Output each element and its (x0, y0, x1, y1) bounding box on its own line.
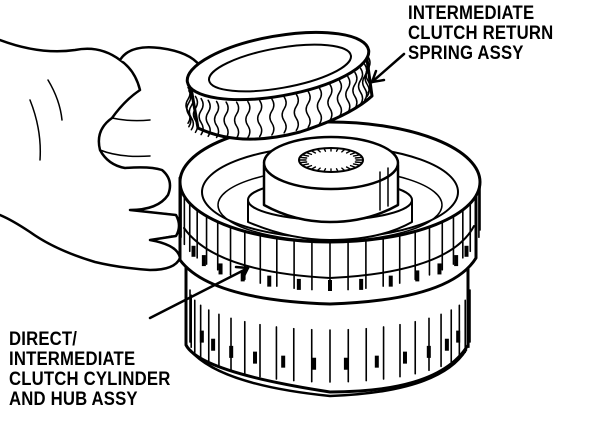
spring-coil (223, 101, 229, 139)
drum-slot (444, 338, 449, 351)
drum-slot (281, 355, 286, 368)
drum-slot (343, 357, 348, 370)
drum-slot (402, 351, 407, 364)
spring-coil (213, 100, 220, 139)
hub-tooth (341, 148, 346, 153)
spring-coil (256, 99, 263, 138)
hub-tooth (335, 147, 339, 152)
leader-arrow-cylinder (234, 265, 250, 280)
spring-coil (327, 83, 333, 122)
lower-drum-slots (199, 330, 461, 370)
hub-tooth (335, 168, 339, 173)
label-line: INTERMEDIATE (9, 349, 136, 370)
label-line: AND HUB ASSY (9, 389, 138, 410)
label-line: CLUTCH RETURN (408, 23, 554, 44)
drum-slot (426, 345, 431, 358)
hub-tooth (349, 164, 357, 169)
drum-slot (267, 275, 272, 287)
spring-coil (316, 87, 323, 125)
hub-spline-teeth (298, 147, 364, 173)
leader-line-spring (370, 52, 406, 84)
hub-tooth (341, 167, 346, 172)
hand-outline (0, 38, 182, 272)
lower-drum-splines (189, 289, 471, 383)
hub-tooth (299, 161, 308, 164)
spring-coil (233, 101, 240, 139)
drum-slot (454, 255, 459, 267)
drum-slot (218, 263, 223, 275)
drum-slot (388, 275, 393, 287)
label-line: SPRING ASSY (408, 43, 524, 64)
spring-coil (336, 79, 343, 118)
spring-top-rim (185, 30, 371, 102)
spring-coil (293, 93, 300, 132)
hub-tooth (305, 151, 313, 156)
spring-coils (185, 55, 371, 139)
spring-coil (352, 71, 358, 110)
hub-tooth (301, 154, 310, 157)
label-line: INTERMEDIATE (408, 3, 535, 24)
drum-slot (201, 255, 206, 267)
center-hub (247, 135, 413, 241)
hub-tooth (299, 156, 308, 159)
spring-coil (198, 97, 204, 136)
drum-slot (199, 330, 204, 343)
spring-coil (269, 98, 275, 136)
drum-slot (359, 278, 364, 290)
label-line: DIRECT/ (9, 329, 78, 350)
lower-drum-bottom-rim (188, 348, 468, 398)
spring-coil (205, 99, 211, 138)
drum-slot (456, 330, 461, 343)
hand (0, 38, 203, 272)
hub-tooth (352, 163, 361, 166)
hub-tooth (345, 166, 352, 171)
spring-coil (188, 92, 195, 131)
hub-tooth (310, 149, 317, 154)
label-return-spring-assy: INTERMEDIATE CLUTCH RETURN SPRING ASSY (408, 4, 553, 64)
drum-slot (312, 357, 317, 370)
hub-tooth (323, 147, 327, 152)
spring-coil (186, 89, 192, 128)
spring-coil (357, 67, 364, 106)
leader-line-cylinder (148, 266, 250, 320)
drum-slot (211, 338, 216, 351)
spring-coil (281, 96, 287, 134)
hub-tooth (301, 163, 310, 166)
drum-slot (328, 280, 332, 291)
return-spring-assembly (185, 30, 374, 141)
spring-inner-rim (208, 43, 352, 93)
drum-slot (437, 263, 442, 275)
drum-slot (229, 345, 234, 358)
spring-coil (305, 90, 311, 129)
drum-slot (415, 270, 420, 282)
drum-slot (253, 351, 258, 364)
hub-tooth (345, 149, 352, 154)
drum-slot (374, 355, 379, 368)
label-clutch-cylinder-hub-assy: DIRECT/ INTERMEDIATE CLUTCH CYLINDER AND… (9, 330, 170, 410)
hub-tooth (349, 151, 357, 156)
hub-tooth (310, 166, 317, 171)
upper-drum-splines (179, 181, 481, 291)
drum-slot (191, 245, 196, 257)
hub-tooth (352, 154, 361, 157)
hub-tooth (323, 168, 327, 173)
hub-tooth (305, 164, 313, 169)
spring-coil (192, 95, 199, 134)
spring-coil (345, 75, 351, 114)
finger-creases (29, 79, 173, 241)
hub-tooth (316, 148, 321, 153)
drum-slot (296, 278, 301, 290)
hub-tooth (316, 167, 321, 172)
hub-tooth (354, 161, 363, 164)
leader-arrow-spring (370, 69, 386, 84)
spring-coil (245, 100, 251, 139)
hub-shading (379, 167, 389, 211)
drum-slot (464, 245, 469, 257)
hub-tooth (354, 156, 363, 159)
spring-coil (365, 55, 371, 94)
label-line: CLUTCH CYLINDER (9, 369, 171, 390)
